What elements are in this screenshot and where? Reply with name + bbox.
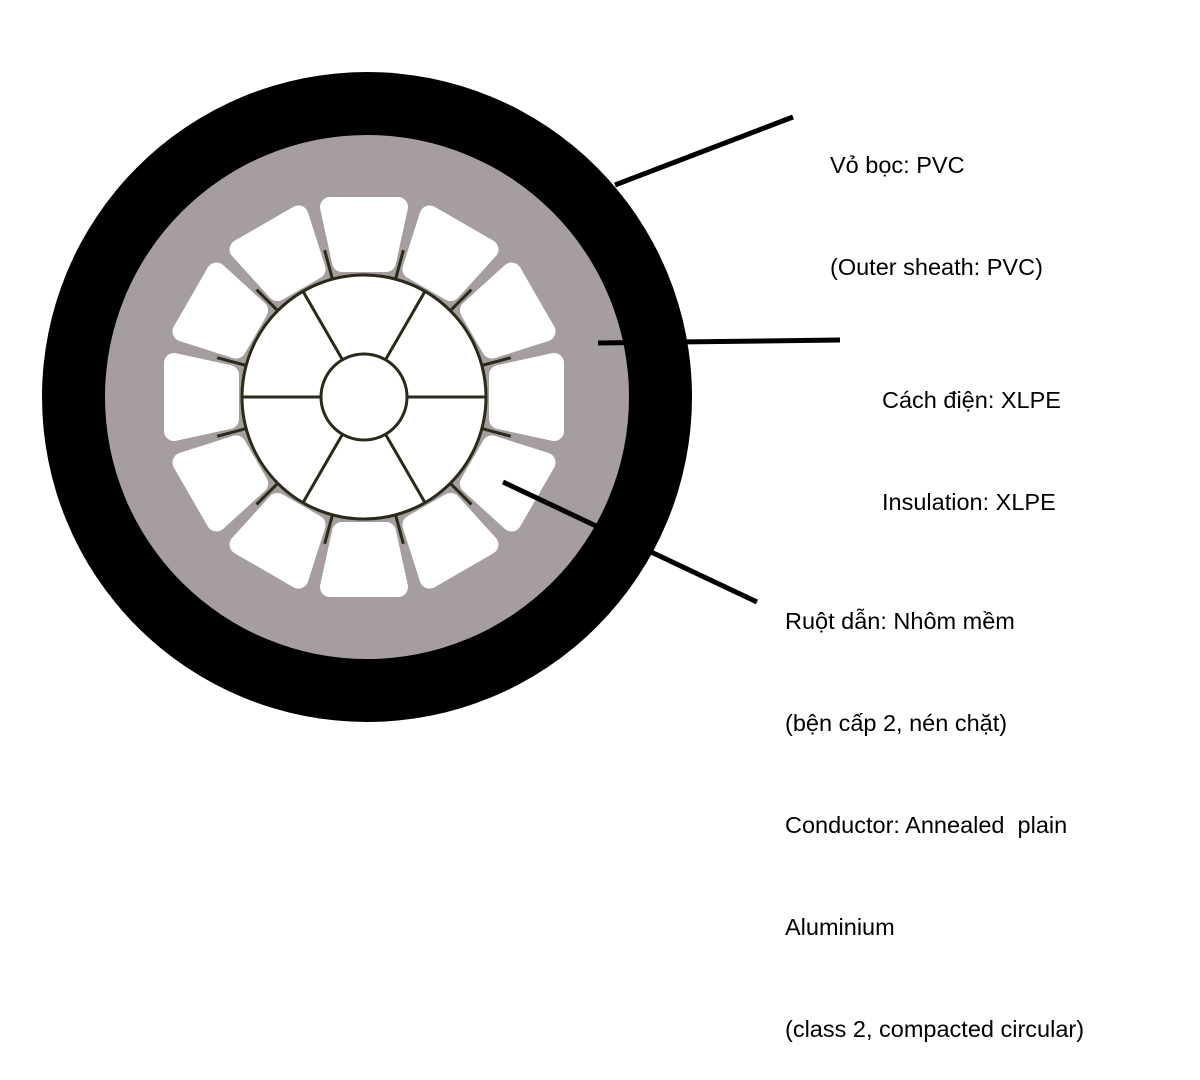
outer-strand-separator bbox=[323, 514, 334, 545]
outer-strand bbox=[172, 262, 269, 359]
label-insulation: Cách điện: XLPE Insulation: XLPE bbox=[882, 315, 1061, 553]
outer-strand-separator bbox=[216, 427, 247, 438]
outer-strand bbox=[402, 492, 499, 589]
outer-strand-separator bbox=[394, 249, 405, 280]
conductor bbox=[164, 197, 564, 597]
outer-strand-separator bbox=[323, 249, 334, 280]
label-sheath: Vỏ bọc: PVC (Outer sheath: PVC) bbox=[830, 80, 1043, 318]
outer-strand bbox=[229, 492, 326, 589]
label-line: Cách điện: XLPE bbox=[882, 387, 1061, 413]
cable-cross-section bbox=[42, 72, 841, 722]
outer-strand bbox=[229, 205, 326, 302]
outer-strand-separator bbox=[449, 482, 473, 506]
outer-strand-separator bbox=[481, 356, 512, 367]
leader-line-conductor bbox=[501, 479, 759, 605]
outer-strand bbox=[402, 205, 499, 302]
leader-line-sheath bbox=[614, 114, 794, 188]
outer-strand-separator bbox=[449, 288, 473, 312]
label-line: (bện cấp 2, nén chặt) bbox=[785, 710, 1008, 736]
outer-strand bbox=[164, 353, 239, 441]
label-line: (class 2, compacted circular) bbox=[785, 1016, 1085, 1042]
outer-strand bbox=[459, 262, 556, 359]
label-line: Ruột dẫn: Nhôm mềm bbox=[785, 608, 1015, 634]
outer-strand bbox=[320, 197, 408, 272]
outer-strand-separator bbox=[481, 427, 512, 438]
center-strand bbox=[319, 352, 409, 442]
inner-strand-separator bbox=[384, 290, 427, 361]
label-line: Aluminium bbox=[785, 914, 895, 940]
label-line: (Outer sheath: PVC) bbox=[830, 254, 1043, 280]
outer-strand bbox=[489, 353, 564, 441]
outer-strand bbox=[172, 435, 269, 532]
inner-strand-separator bbox=[301, 290, 344, 361]
leader-line-insulation bbox=[597, 337, 841, 346]
label-line: Conductor: Annealed plain bbox=[785, 812, 1068, 838]
inner-strand-separator bbox=[301, 433, 344, 504]
outer-strand-separator bbox=[255, 288, 279, 312]
outer-strand-separator bbox=[394, 514, 405, 545]
outer-strand-separator bbox=[216, 356, 247, 367]
outer-strand bbox=[320, 522, 408, 597]
label-conductor: Ruột dẫn: Nhôm mềm (bện cấp 2, nén chặt)… bbox=[785, 536, 1084, 1080]
outer-strand-separator bbox=[255, 482, 279, 506]
inner-strand-separator bbox=[384, 433, 427, 504]
label-line: Insulation: XLPE bbox=[882, 489, 1056, 515]
label-line: Vỏ bọc: PVC bbox=[830, 152, 965, 178]
